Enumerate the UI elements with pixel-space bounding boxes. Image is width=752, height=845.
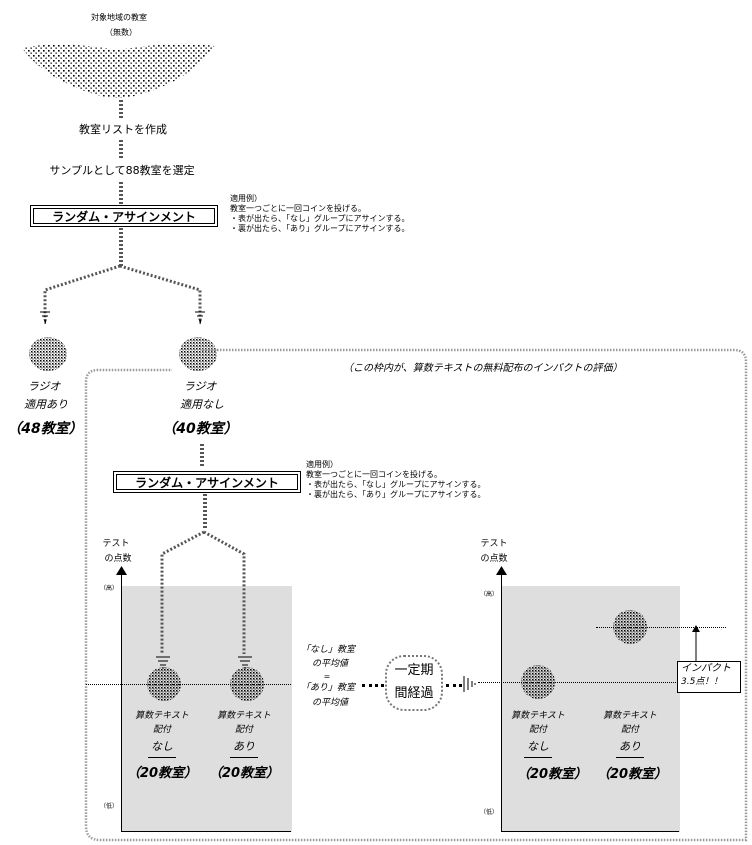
mid-b2: の平均値 <box>312 699 348 708</box>
right-ylabel-1: テスト <box>480 540 507 549</box>
impact-2: 3.5点！！ <box>681 678 722 687</box>
left-g2-l1: 算数テキスト <box>217 712 271 721</box>
left-g1-l2: 配付 <box>153 726 171 735</box>
right-high: （高） <box>480 592 498 598</box>
step-sample: サンプルとして88教室を選定 <box>49 165 194 176</box>
left-g2-l2: 配付 <box>235 726 253 735</box>
right-x-axis <box>501 831 679 832</box>
left-g2-count: （20教室） <box>209 767 279 780</box>
underline <box>524 757 552 758</box>
branch-lines-1 <box>0 260 260 340</box>
left-no-cluster <box>146 666 182 702</box>
radio-yes-label-1: ラジオ <box>28 381 61 392</box>
population-subtitle: （無数） <box>105 29 137 37</box>
elapsed-2: 間経過 <box>394 687 433 700</box>
connector <box>119 100 123 118</box>
arrow-right-icon <box>462 676 476 692</box>
left-low: （低） <box>100 804 118 810</box>
left-yes-cluster <box>229 666 265 702</box>
left-high: （高） <box>100 586 118 592</box>
branch-lines-2 <box>140 526 270 656</box>
connector <box>446 684 462 687</box>
right-g2-l3: あり <box>619 741 641 752</box>
right-y-arrow-icon <box>496 566 507 576</box>
right-g1-l3: なし <box>527 741 549 752</box>
radio-yes-label-2: 適用あり <box>24 399 68 410</box>
left-g2-l3: あり <box>233 741 255 752</box>
right-g2-count: （20教室） <box>597 768 667 781</box>
left-g1-l3: なし <box>151 741 173 752</box>
population-title: 対象地域の教室 <box>91 14 147 22</box>
left-x-axis <box>121 831 291 832</box>
random-assignment-box-2: ランダム・アサインメント <box>113 471 301 493</box>
connector <box>362 684 384 687</box>
right-g1-count: （20教室） <box>517 768 587 781</box>
example-note-2: 適用例） 教室一つごとに一回コインを投げる。 ・表が出たら、「なし」グループにア… <box>306 460 486 500</box>
underline <box>616 757 644 758</box>
left-ylabel-2: の点数 <box>104 555 131 564</box>
left-y-arrow-icon <box>116 566 127 576</box>
population-cloud <box>18 40 218 100</box>
right-ylabel-2: の点数 <box>480 555 507 564</box>
underline <box>230 757 258 758</box>
connector <box>200 444 204 466</box>
radio-yes-cluster <box>28 336 68 372</box>
example-note-1: 適用例） 教室一つごとに一回コインを投げる。 ・表が出たら、「なし」グループにア… <box>230 194 410 234</box>
right-y-axis <box>501 572 502 832</box>
left-y-axis <box>121 572 122 832</box>
underline <box>148 757 176 758</box>
mid-a1: 「なし」教室 <box>301 646 355 655</box>
impact-1: インパクト <box>681 664 731 674</box>
mid-eq: = <box>324 673 331 681</box>
right-yes-cluster <box>612 609 648 645</box>
right-g1-l1: 算数テキスト <box>511 712 565 721</box>
right-g2-l1: 算数テキスト <box>603 712 657 721</box>
radio-yes-count: （48教室） <box>7 422 82 436</box>
right-chart-bg <box>502 586 680 832</box>
connector <box>119 140 123 160</box>
right-g2-l2: 配付 <box>621 726 639 735</box>
right-g1-l2: 配付 <box>529 726 547 735</box>
connector <box>203 494 207 530</box>
connector <box>119 182 123 204</box>
left-g1-count: （20教室） <box>127 767 197 780</box>
random-assignment-box-1: ランダム・アサインメント <box>30 205 218 227</box>
right-low: （低） <box>480 810 498 816</box>
frame-caption: （この枠内が、算数テキストの無料配布のインパクトの評価） <box>343 364 623 374</box>
left-ylabel-1: テスト <box>102 540 129 549</box>
mid-b1: 「あり」教室 <box>301 684 355 693</box>
elapsed-1: 一定期 <box>394 664 433 677</box>
left-g1-l1: 算数テキスト <box>135 712 189 721</box>
right-no-cluster <box>520 664 556 700</box>
step-list: 教室リストを作成 <box>79 124 167 135</box>
mid-a2: の平均値 <box>312 660 348 669</box>
